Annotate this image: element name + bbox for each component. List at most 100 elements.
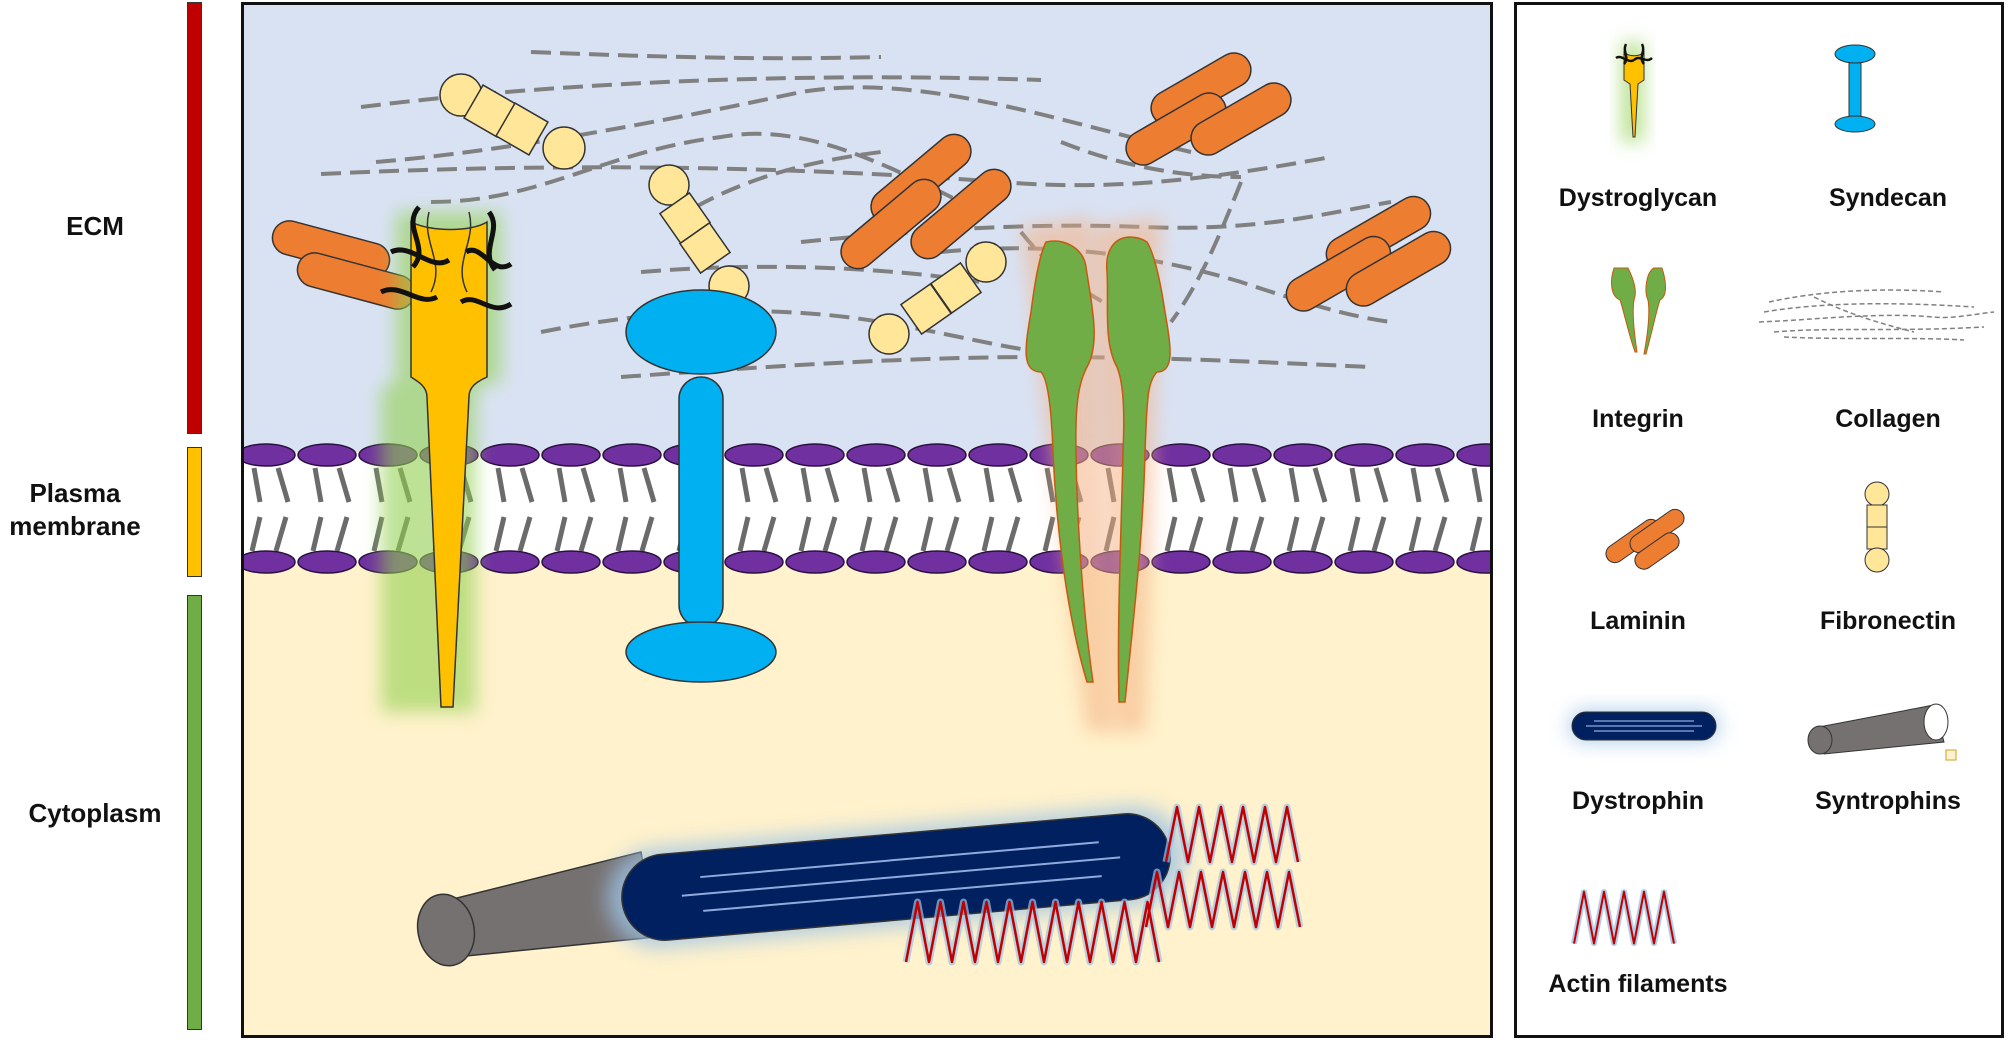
- lipid-tail: [580, 467, 596, 503]
- lipid-head: [241, 550, 296, 574]
- lipid-head: [724, 443, 784, 467]
- legend-dystroglycan-icon: [1615, 42, 1653, 142]
- laminin-4: [1285, 195, 1452, 312]
- lipid-tail: [554, 516, 568, 552]
- legend-label-dystrophin: Dystrophin: [1572, 787, 1704, 815]
- lipid-tail: [1042, 516, 1056, 552]
- lipid-tail: [493, 516, 507, 552]
- actin-filament: [1144, 870, 1302, 929]
- legend-syndecan-icon: [1834, 44, 1876, 133]
- syndecan: [625, 289, 777, 683]
- lipid-head: [968, 550, 1028, 574]
- lipid-tail: [1166, 467, 1178, 503]
- lipid-head: [602, 550, 662, 574]
- lipid-tail: [1164, 516, 1178, 552]
- lipid-tail: [922, 467, 934, 503]
- lipid-tail: [1347, 516, 1361, 552]
- lipid-tail: [737, 516, 751, 552]
- ecm-bar: [187, 2, 202, 434]
- legend-panel: [1514, 2, 2004, 1038]
- lipid-tail: [1310, 516, 1326, 552]
- legend-label-syntrophins: Syntrophins: [1815, 787, 1961, 815]
- legend-label-actin-filaments: Actin filaments: [1548, 970, 1728, 998]
- lipid-head: [907, 443, 967, 467]
- ecm-label: ECM: [66, 211, 124, 241]
- lipid-tail: [920, 516, 934, 552]
- lipid-tail: [1288, 467, 1300, 503]
- lipid-tail: [1432, 516, 1448, 552]
- lipid-tail: [1286, 516, 1300, 552]
- lipid-head: [1212, 550, 1272, 574]
- lipid-tail: [578, 516, 594, 552]
- lipid-head: [1151, 550, 1211, 574]
- dystroglycan: [379, 205, 513, 712]
- lipid-tail: [371, 516, 385, 552]
- lipid-head: [1273, 443, 1333, 467]
- lipid-head: [846, 443, 906, 467]
- lipid-tail: [946, 467, 962, 503]
- legend-label-collagen: Collagen: [1835, 405, 1941, 433]
- lipid-head: [785, 443, 845, 467]
- lipid-head: [785, 550, 845, 574]
- lipid-head: [1395, 550, 1455, 574]
- lipid-tail: [883, 516, 899, 552]
- lipid-tail: [641, 467, 657, 503]
- lipid-tail: [800, 467, 812, 503]
- lipid-head: [1273, 550, 1333, 574]
- lipid-tail: [739, 467, 751, 503]
- lipid-tail: [944, 516, 960, 552]
- lipid-tail: [861, 467, 873, 503]
- lipid-tail: [312, 467, 324, 503]
- legend-dystrophin-icon: [1569, 710, 1719, 742]
- lipid-tail: [1188, 516, 1204, 552]
- integrin: [1021, 217, 1171, 732]
- lipid-tail: [639, 516, 655, 552]
- lipid-tail: [1434, 467, 1450, 503]
- lipid-tail: [981, 516, 995, 552]
- lipid-head: [1151, 443, 1211, 467]
- lipid-tail: [983, 467, 995, 503]
- lipid-tail: [1007, 467, 1023, 503]
- legend-label-syndecan: Syndecan: [1828, 184, 1948, 212]
- lipid-tail: [1373, 467, 1389, 503]
- lipid-head: [1212, 443, 1272, 467]
- legend-syntrophins-icon: [1807, 703, 1957, 761]
- fibronectin-3: [868, 241, 1007, 355]
- legend-label-laminin: Laminin: [1590, 607, 1686, 635]
- plasma-membrane-label: Plasma membrane: [9, 478, 141, 541]
- cell-diagram: [241, 2, 1493, 1038]
- lipid-head: [724, 550, 784, 574]
- lipid-head: [1456, 443, 1493, 467]
- cytoplasm-bar: [187, 595, 202, 1030]
- lipid-tail: [336, 467, 352, 503]
- lipid-tail: [1251, 467, 1267, 503]
- lipid-tail: [495, 467, 507, 503]
- lipid-tail: [859, 516, 873, 552]
- lipid-head: [1334, 550, 1394, 574]
- lipid-head: [297, 443, 357, 467]
- lipid-tail: [1044, 467, 1056, 503]
- legend-fibronectin-icon: [1864, 481, 1890, 573]
- laminin-3: [1125, 52, 1292, 166]
- fibronectin-1: [439, 73, 586, 170]
- lipid-tail: [1312, 467, 1328, 503]
- lipid-tail: [798, 516, 812, 552]
- lipid-tail: [761, 516, 777, 552]
- legend-integrin-icon: [1611, 267, 1666, 355]
- lipid-head: [541, 550, 601, 574]
- lipid-tail: [1469, 516, 1483, 552]
- actin-filament: [904, 900, 1161, 964]
- lipid-tail: [885, 467, 901, 503]
- diagram-frame: [241, 2, 1493, 1038]
- lipid-tail: [519, 467, 535, 503]
- lipid-tail: [1408, 516, 1422, 552]
- actin-filaments: [902, 803, 1304, 966]
- lipid-tail: [334, 516, 350, 552]
- lipid-tail: [517, 516, 533, 552]
- lipid-head: [241, 443, 296, 467]
- lipid-head: [907, 550, 967, 574]
- lipid-head: [480, 443, 540, 467]
- legend-label-fibronectin: Fibronectin: [1819, 607, 1957, 635]
- actin-filament: [1164, 805, 1300, 864]
- lipid-tail: [275, 467, 291, 503]
